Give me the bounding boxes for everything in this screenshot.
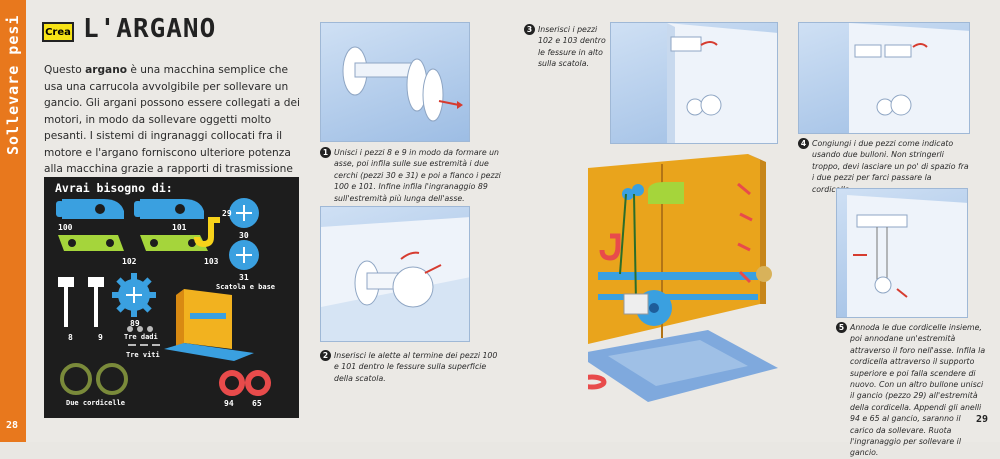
step-3-image (610, 22, 778, 144)
step-3: 3 Inserisci i pezzi 102 e 103 dentro le … (524, 24, 610, 70)
step-1-text: Unisci i pezzi 8 e 9 in modo da formare … (334, 148, 501, 203)
label-65: 65 (252, 399, 262, 408)
step-5-image (836, 188, 968, 318)
page-number-right: 29 (976, 414, 989, 425)
label-29: 29 (222, 209, 232, 218)
crea-badge: Crea (42, 22, 74, 42)
step-4-image (798, 22, 970, 134)
nuts (127, 326, 153, 332)
label-94: 94 (224, 399, 234, 408)
step-1-number: 1 (320, 147, 331, 158)
label-viti: Tre viti (126, 351, 160, 359)
section-label: Sollevare pesi (4, 14, 22, 156)
step-2: 2 Inserisci le alette al termine dei pez… (320, 350, 500, 384)
section-side-tab: Sollevare pesi (0, 0, 26, 442)
label-103: 103 (204, 257, 219, 266)
label-dadi: Tre dadi (124, 333, 158, 341)
label-cordicelle: Due cordicelle (66, 399, 126, 407)
label-101: 101 (172, 223, 187, 232)
step-4-number: 4 (798, 138, 809, 149)
step-2-number: 2 (320, 350, 331, 361)
ring-94 (219, 370, 245, 396)
step-2-image (320, 206, 470, 342)
label-30: 30 (239, 231, 249, 240)
label-102: 102 (122, 257, 137, 266)
parts-illustration (56, 198, 271, 396)
label-89: 89 (130, 319, 140, 328)
string-coil-1 (60, 363, 92, 395)
label-scatola: Scatola e base (216, 283, 276, 291)
label-9: 9 (98, 333, 103, 342)
intro-keyword: argano (85, 64, 128, 76)
piece-100 (56, 199, 124, 219)
piece-103 (140, 235, 208, 251)
intro-text-rest: è una macchina semplice che usa una carr… (44, 64, 300, 192)
parts-panel: Avrai bisogno di: (44, 177, 299, 418)
step-1: 1 Unisci i pezzi 8 e 9 in modo da formar… (320, 147, 506, 204)
page-number-left: 28 (6, 420, 19, 431)
step-4: 4 Congiungi i due pezzi come indicato us… (798, 138, 970, 195)
step-4-text: Congiungi i due pezzi come indicato usan… (812, 139, 969, 194)
step-5: 5 Annoda le due cordicelle insieme, poi … (836, 322, 986, 459)
piece-102 (58, 235, 124, 251)
piece-101 (134, 199, 204, 219)
mini-box (164, 289, 254, 361)
string-coil-2 (96, 363, 128, 395)
intro-text-start: Questo (44, 64, 86, 76)
ring-65 (245, 370, 271, 396)
axle-9 (88, 277, 104, 327)
hook-29 (194, 217, 220, 247)
step-2-text: Inserisci le alette al termine dei pezzi… (334, 351, 498, 383)
finished-winch-model (588, 154, 778, 402)
step-5-number: 5 (836, 322, 847, 333)
step-5-text: Annoda le due cordicelle insieme, poi an… (850, 323, 986, 458)
step-3-text: Inserisci i pezzi 102 e 103 dentro le fe… (538, 25, 606, 69)
label-31: 31 (239, 273, 249, 282)
axle-8 (58, 277, 74, 327)
step-1-image (320, 22, 470, 142)
label-100: 100 (58, 223, 73, 232)
page-title: L'ARGANO (83, 14, 217, 44)
step-3-number: 3 (524, 24, 535, 35)
gear-89 (112, 273, 156, 317)
parts-title: Avrai bisogno di: (55, 181, 173, 195)
intro-paragraph: Questo argano è una macchina semplice ch… (44, 62, 306, 194)
label-8: 8 (68, 333, 73, 342)
